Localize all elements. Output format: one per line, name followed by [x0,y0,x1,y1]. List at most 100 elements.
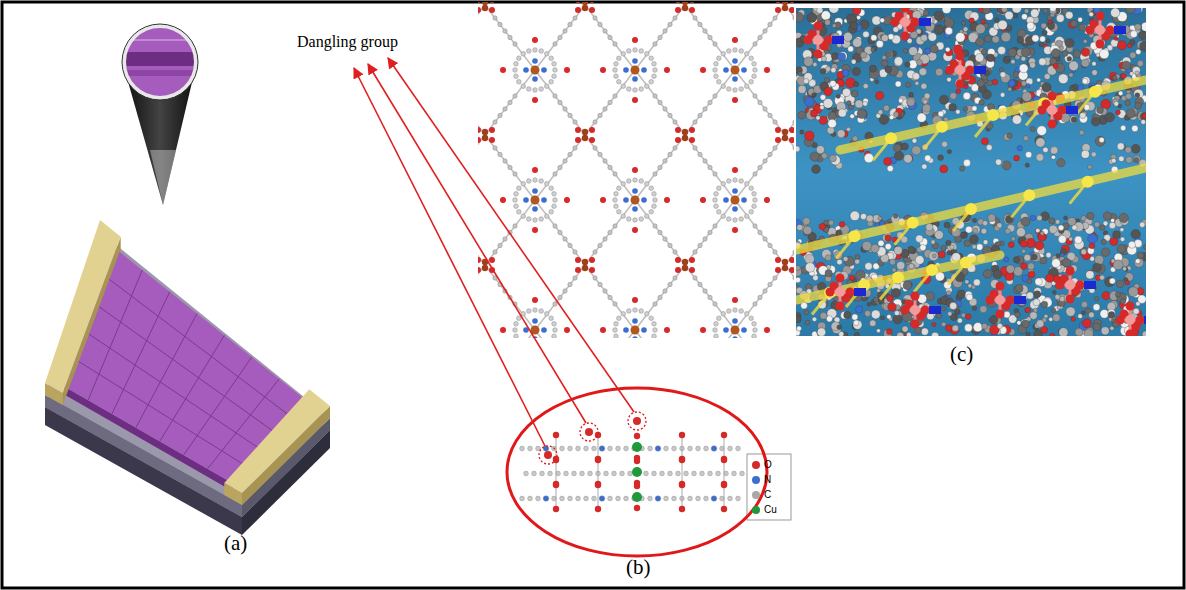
illustration-part [663,289,667,293]
illustration-part [658,165,662,169]
illustration-part [727,87,732,92]
illustration-part [782,129,788,135]
illustration-part [1065,11,1073,19]
illustration-part [553,482,559,488]
illustration-part [848,46,854,52]
illustration-part [641,327,647,333]
illustration-part [1002,8,1008,12]
illustration-part [1089,243,1095,249]
illustration-part [500,67,506,73]
illustration-part [753,172,757,176]
illustration-part [1135,102,1142,109]
illustration-part [575,7,581,13]
illustration-part [945,27,952,34]
illustration-part [531,196,540,205]
illustration-part [478,137,481,143]
illustration-part [1017,146,1022,151]
illustration-part [493,250,497,254]
illustration-part [972,218,976,222]
illustration-part [527,309,532,314]
illustration-part [997,8,1007,14]
illustration-part [633,308,638,313]
illustration-part [649,209,654,214]
illustration-part [593,146,597,150]
illustration-part [922,104,930,112]
illustration-part [652,471,657,476]
illustration-part [703,289,707,293]
illustration-part [105,276,292,417]
illustration-part [120,52,200,66]
illustration-part [627,179,632,184]
illustration-part [965,280,969,284]
illustration-part [961,232,968,239]
illustration-part [541,67,547,73]
illustration-part [863,31,869,37]
illustration-part [700,327,706,333]
illustration-part [851,59,856,64]
illustration-part [843,32,852,41]
illustration-part [921,83,927,89]
illustration-part [617,209,622,214]
illustration-part [744,182,749,187]
illustration-part [878,240,884,246]
illustration-part [887,314,892,319]
illustration-part [549,209,554,214]
illustration-part [685,200,735,265]
illustration-part [1051,155,1055,159]
illustration-part [805,320,810,325]
illustration-part [489,2,495,3]
illustration-part [703,29,707,33]
illustration-part [1008,80,1015,87]
illustration-part [668,243,672,247]
illustration-part [1082,77,1090,85]
illustration-part [728,496,733,501]
illustration-part [1134,258,1144,268]
illustration-part [1051,308,1056,313]
illustration-part [535,5,585,70]
illustration-part [714,204,719,209]
illustration-part [812,165,821,174]
illustration-part [854,82,859,87]
illustration-part [664,67,670,73]
illustration-part [639,217,644,222]
illustration-part [773,276,777,280]
illustration-part [1030,126,1035,131]
illustration-part [664,327,670,333]
illustration-part [700,67,706,73]
illustration-part [1050,333,1055,336]
illustration-part [528,496,533,501]
illustration-part [921,328,928,335]
illustration-part [1142,113,1146,118]
illustration-part [1125,147,1131,153]
illustration-part [1070,116,1077,123]
illustration-part [1087,212,1095,220]
illustration-part [517,79,522,84]
illustration-part [663,29,667,33]
illustration-part [598,282,602,286]
illustration-part [855,100,863,108]
illustration-part [664,197,670,203]
illustration-part [832,24,836,28]
illustration-part [998,46,1006,54]
illustration-part [972,245,976,249]
illustration-part [573,250,577,254]
illustration-part [595,481,601,487]
illustration-part [568,22,572,26]
illustration-part [863,83,868,88]
illustration-part [682,5,688,11]
illustration-part [721,52,726,57]
illustration-part [549,79,554,84]
illustration-part [1044,74,1050,80]
illustration-part [1059,46,1063,50]
illustration-part [564,67,570,73]
illustration-part [533,48,538,53]
illustration-part [633,178,638,183]
illustration-part [1037,126,1047,136]
illustration-part [744,312,749,317]
illustration-part [735,70,785,135]
illustration-part [1069,73,1074,78]
illustration-part [732,97,738,103]
illustration-part [503,107,507,111]
illustration-part [689,7,695,13]
illustration-part [653,68,658,73]
